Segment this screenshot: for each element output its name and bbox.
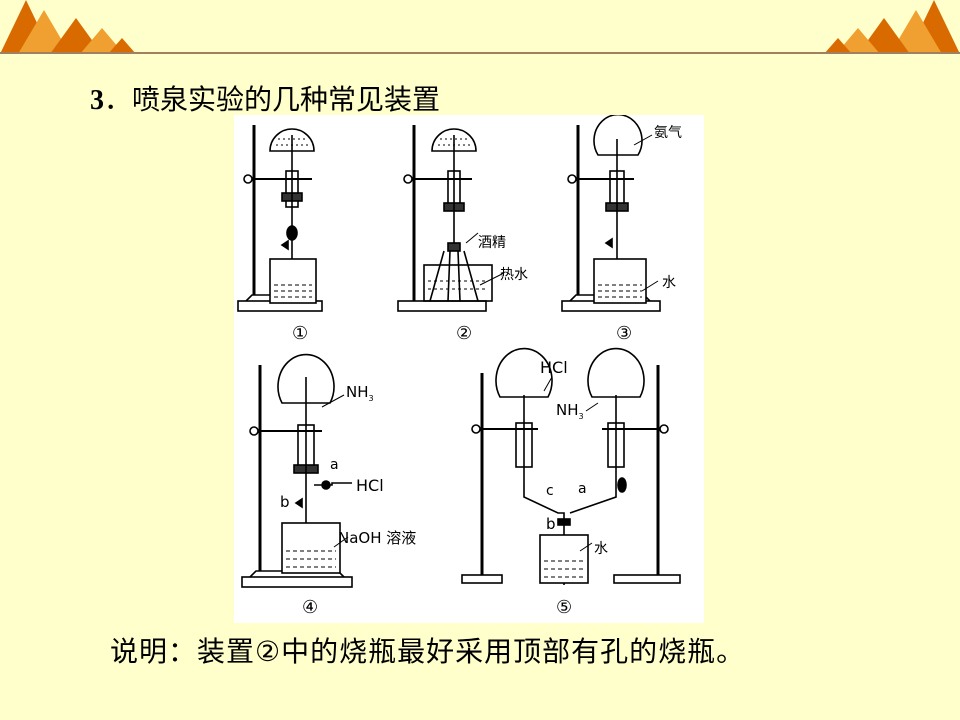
label-a-4: a [330, 457, 339, 473]
label-water-3: 水 [662, 275, 676, 291]
label-alcohol: 酒精 [478, 235, 506, 251]
caption-1: ① [292, 323, 308, 344]
apparatus-1 [237, 125, 323, 312]
apparatus-4 [241, 353, 353, 588]
label-hcl-5: HCl [540, 358, 568, 377]
caption-5: ⑤ [556, 597, 572, 618]
label-b-4: b [280, 493, 290, 511]
header-rule [0, 52, 960, 54]
apparatus-diagram: 酒精 热水 氨气 水 NH3 a HCl b NaOH 溶液 HCl NH3 c… [237, 115, 682, 618]
apparatus-2 [397, 125, 505, 312]
apparatus-3 [561, 115, 661, 312]
page-title: 3．喷泉实验的几种常见装置 [90, 78, 440, 118]
corner-decoration-left [0, 0, 136, 54]
label-nh3-5: NH3 [556, 401, 584, 421]
title-text: ．喷泉实验的几种常见装置 [104, 83, 441, 116]
label-hot-water: 热水 [500, 267, 528, 283]
label-hcl-4: HCl [356, 476, 384, 495]
label-b-5: b [546, 515, 556, 533]
label-water-5: 水 [594, 541, 608, 557]
label-naoh: NaOH 溶液 [338, 529, 416, 547]
corner-decoration-right [824, 0, 960, 54]
fountain-apparatus-figure: 酒精 热水 氨气 水 NH3 a HCl b NaOH 溶液 HCl NH3 c… [234, 115, 704, 623]
caption-4: ④ [302, 597, 318, 618]
caption-2: ② [456, 323, 472, 344]
label-nh3-4: NH3 [346, 383, 374, 403]
title-number: 3 [90, 85, 104, 116]
label-c-5: c [546, 483, 554, 499]
apparatus-5 [461, 347, 681, 585]
label-ammonia: 氨气 [654, 125, 682, 141]
explanation-note: 说明：装置②中的烧瓶最好采用顶部有孔的烧瓶。 [110, 635, 746, 668]
label-a-5: a [578, 481, 587, 497]
caption-3: ③ [616, 323, 632, 344]
